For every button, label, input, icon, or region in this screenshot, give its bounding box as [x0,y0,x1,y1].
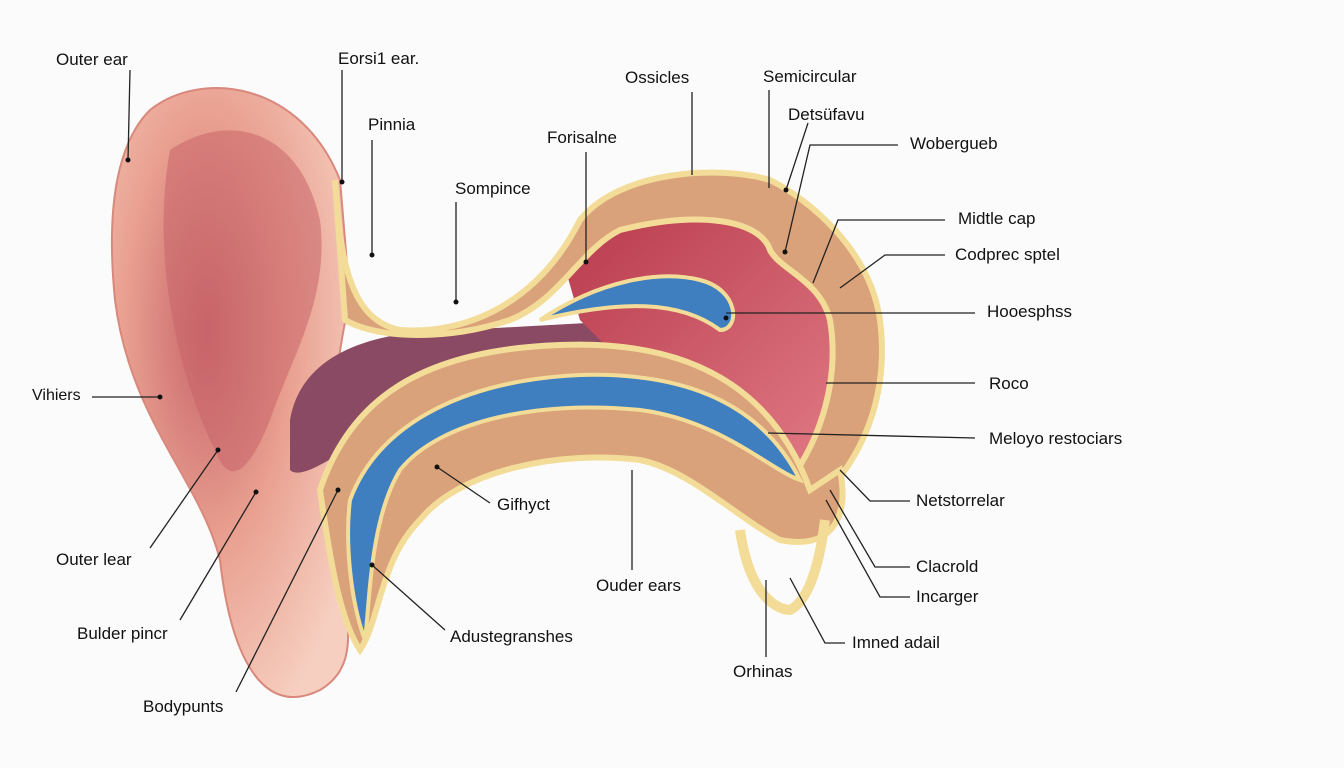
label-adustegranshes: Adustegranshes [450,627,573,646]
label-bulder-pincr: Bulder pincr [77,624,168,643]
leader-dots [125,157,789,568]
upper-blue-channel [538,274,735,333]
label-incarger: Incarger [916,587,979,606]
label-bodypunts: Bodypunts [143,697,224,716]
label-forisalne: Forisalne [547,128,617,147]
label-gifhyct: Gifhyct [497,495,550,514]
label-vihiers: Vihiers [32,387,81,404]
label-outer-ear: Outer ear [56,50,128,69]
concha-shape [163,130,322,472]
label-hooesphss: Hooesphss [987,302,1073,321]
lower-blue-channel [346,372,804,641]
label-meloyo-restociars: Meloyo restociars [989,429,1123,448]
label-roco: Roco [989,374,1029,393]
label-ossicles: Ossicles [625,68,690,87]
label-clacrold: Clacrold [916,557,979,576]
label-codprec-sptel: Codprec sptel [955,245,1060,264]
label-outer-lear: Outer lear [56,550,132,569]
label-detsufavu: Detsüfavu [788,105,865,124]
label-orhinas: Orhinas [733,662,793,681]
label-imned-adail: Imned adail [852,633,940,652]
leader-lines [92,69,976,693]
label-eorsi-ear: Eorsi1 ear. [338,49,420,68]
label-midtle-cap: Midtle cap [958,209,1036,228]
label-pinnia: Pinnia [368,115,416,134]
label-netstorrelar: Netstorrelar [916,491,1005,510]
label-semicircular: Semicircular [763,67,857,86]
label-ouder-ears: Ouder ears [596,576,682,595]
label-wobergueb: Wobergueb [910,134,998,153]
label-sompince: Sompince [455,179,531,198]
ossicle-loop [735,519,830,616]
